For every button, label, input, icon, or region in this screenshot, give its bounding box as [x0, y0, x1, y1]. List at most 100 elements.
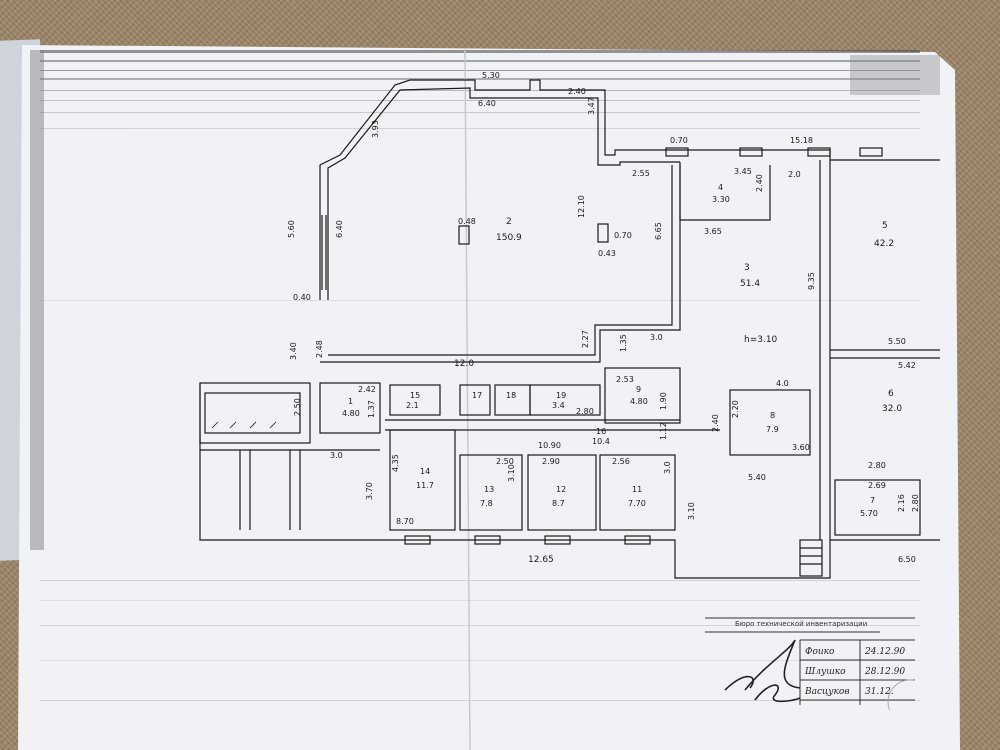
- room-16-number: 16: [596, 427, 607, 436]
- dim-label: 3.93: [371, 120, 380, 138]
- dim-label: 3.0: [330, 451, 343, 460]
- dim-label: 3.0: [663, 461, 672, 474]
- room-3-number: 3: [744, 263, 750, 273]
- room-7-number: 7: [870, 496, 876, 505]
- dim-label: 2.40: [711, 414, 720, 432]
- room-8-number: 8: [770, 411, 776, 420]
- room-6-area: 32.0: [882, 404, 903, 414]
- signer-1-date: 24.12.90: [865, 647, 906, 657]
- walls: [199, 79, 940, 579]
- signer-2-name: Шлушко: [805, 667, 846, 677]
- dim-label: 6.65: [654, 222, 663, 240]
- dim-label: 1.35: [619, 334, 628, 352]
- dim-label: 2.20: [731, 400, 740, 418]
- dim-label: 12.0: [454, 359, 475, 369]
- dim-label: 3.47: [587, 97, 596, 115]
- dim-label: 2.55: [632, 169, 650, 178]
- dim-label: 2.48: [315, 340, 324, 358]
- dim-label: 2.0: [788, 170, 801, 179]
- room-11-area: 7.70: [628, 499, 646, 508]
- dim-label: 2.50: [496, 457, 514, 466]
- dim-label: 5.50: [888, 337, 906, 346]
- dim-label: 4.0: [776, 379, 789, 388]
- signature-strokes: [724, 639, 801, 703]
- room-19-number: 19: [556, 391, 567, 400]
- dim-label: 5.40: [748, 473, 766, 482]
- room-4-area: 3.30: [712, 195, 730, 204]
- dim-label: 5.60: [287, 220, 296, 238]
- signer-2-date: 28.12.90: [865, 667, 906, 677]
- dim-label: 1.37: [367, 400, 376, 418]
- room-14-number: 14: [420, 467, 431, 476]
- title-block-lines: [705, 617, 915, 710]
- room-8-area: 7.9: [766, 425, 779, 434]
- room-18-number: 18: [506, 391, 517, 400]
- room-6-number: 6: [888, 389, 894, 399]
- signer-1-name: Фоико: [805, 647, 835, 657]
- dim-label: 10.90: [538, 441, 561, 450]
- dim-label: 0.40: [293, 293, 311, 302]
- dim-label: 0.48: [458, 217, 476, 226]
- dim-label: 3.10: [507, 464, 516, 482]
- dim-label: 2.90: [542, 457, 560, 466]
- dim-label: 2.69: [868, 481, 886, 490]
- dim-label: 5.42: [898, 361, 916, 370]
- room-1-area: 4.80: [342, 409, 360, 418]
- dim-label: h=3.10: [744, 335, 778, 345]
- dim-label: 5.30: [482, 71, 500, 80]
- dim-label: 2.27: [581, 330, 590, 348]
- room-12-number: 12: [556, 485, 567, 494]
- room-13-number: 13: [484, 485, 495, 494]
- room-19-area: 3.4: [552, 401, 565, 410]
- signer-3-name: Васцуков: [805, 687, 850, 697]
- dim-label: 2.16: [897, 494, 906, 512]
- scan-noise: [30, 50, 940, 701]
- signer-3-date: 31.12.: [865, 687, 894, 697]
- room-3-area: 51.4: [740, 279, 761, 289]
- room-11-number: 11: [632, 485, 643, 494]
- room-17-number: 17: [472, 391, 483, 400]
- dim-label: 3.70: [365, 482, 374, 500]
- dim-label: 1.90: [659, 392, 668, 410]
- dim-label: 2.56: [612, 457, 630, 466]
- dim-label: 2.50: [293, 398, 302, 416]
- dim-label: 2.40: [568, 87, 586, 96]
- room-16-area: 10.4: [592, 437, 610, 446]
- room-9-area: 4.80: [630, 397, 648, 406]
- room-1-number: 1: [348, 397, 354, 406]
- dim-label: 1.12: [659, 422, 668, 440]
- dim-label: 12.10: [577, 195, 586, 218]
- dim-label: 2.80: [868, 461, 886, 470]
- room-5-area: 42.2: [874, 239, 895, 249]
- dim-label: 3.40: [289, 342, 298, 360]
- dim-label: 2.80: [911, 494, 920, 512]
- dim-label: 3.10: [687, 502, 696, 520]
- dim-label: 8.70: [396, 517, 414, 526]
- room-14-area: 11.7: [416, 481, 434, 490]
- room-13-area: 7.8: [480, 499, 493, 508]
- dim-label: 0.70: [614, 231, 632, 240]
- title-block: Бюро технической инвентаризации Фоико 24…: [705, 610, 915, 710]
- room-15-area: 2.1: [406, 401, 419, 410]
- room-9-number: 9: [636, 385, 642, 394]
- center-fold: [464, 47, 471, 750]
- dim-label: 2.40: [755, 174, 764, 192]
- dim-label: 4.35: [391, 454, 400, 472]
- dim-label: 6.40: [478, 99, 496, 108]
- dim-label: 0.43: [598, 249, 616, 258]
- dim-label: 2.53: [616, 375, 634, 384]
- dim-label: 2.80: [576, 407, 594, 416]
- bureau-title: Бюро технической инвентаризации: [735, 620, 868, 628]
- room-2-area: 150.9: [496, 233, 522, 243]
- room-2-number: 2: [506, 217, 512, 227]
- seal-stamp: [887, 679, 915, 710]
- dim-label: 15.18: [790, 136, 813, 145]
- dim-label: 3.0: [650, 333, 663, 342]
- dim-label: 2.42: [358, 385, 376, 394]
- room-5-number: 5: [882, 221, 888, 231]
- dim-label: 6.50: [898, 555, 916, 564]
- room-7-area: 5.70: [860, 509, 878, 518]
- room-12-area: 8.7: [552, 499, 565, 508]
- dim-label: 3.45: [734, 167, 752, 176]
